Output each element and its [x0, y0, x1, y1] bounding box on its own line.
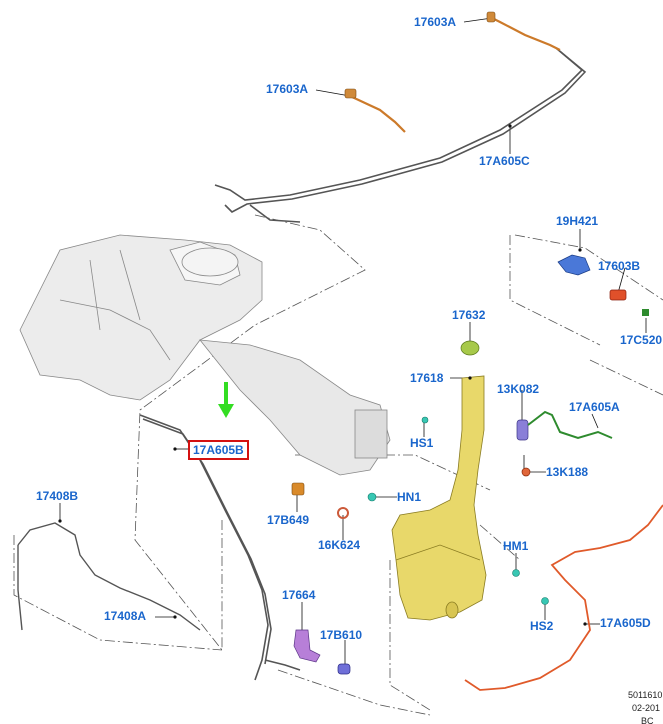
clip-icons [367, 416, 549, 605]
seal-16k624-icon [337, 507, 349, 519]
callout-hs2: HS2 [530, 619, 554, 633]
pump-grommet-17b649-icon [291, 482, 305, 496]
fitting-17603b-icon [609, 289, 627, 301]
callout-17603a-mid: 17603A [266, 82, 309, 96]
green-arrow-icon [218, 382, 234, 418]
callout-17603b: 17603B [598, 259, 641, 273]
jet-nozzle-icon [344, 11, 496, 99]
callout-19h421: 19H421 [556, 214, 599, 228]
callout-17b649: 17B649 [267, 513, 310, 527]
hose-harness-17a605c [214, 47, 587, 223]
callout-17a605c: 17A605C [479, 154, 530, 168]
callout-17c520: 17C520 [620, 333, 663, 347]
hose-17a605a [527, 410, 613, 440]
hose-17a605d [464, 504, 663, 691]
vehicle-body-panel [19, 234, 391, 476]
callout-hs1: HS1 [410, 436, 434, 450]
callout-13k188: 13K188 [546, 465, 589, 479]
clip-17c520-icon [642, 309, 649, 316]
callout-17408b: 17408B [36, 489, 79, 503]
footer-ref-line3: BC [641, 716, 654, 724]
jet-hoses-17603a [349, 17, 561, 133]
callout-17408a: 17408A [104, 609, 147, 623]
bracket-19h421-icon [557, 254, 591, 276]
callout-17a605a: 17A605A [569, 400, 620, 414]
washer-reservoir-17618 [391, 375, 487, 621]
leader-dots [58, 124, 587, 626]
footer-ref-line1: 5011610 [628, 690, 663, 700]
callout-17a605d: 17A605D [600, 616, 651, 630]
callout-hm1: HM1 [503, 539, 529, 553]
filler-cap-icon [460, 340, 480, 356]
connector-17b610-icon [337, 663, 351, 675]
callout-17618: 17618 [410, 371, 444, 385]
callout-17a605b-highlighted: 17A605B [188, 440, 249, 460]
callout-17632: 17632 [452, 308, 486, 322]
pump-17664-icon [293, 629, 321, 663]
callout-13k082: 13K082 [497, 382, 540, 396]
washer-pump-icon [516, 419, 529, 441]
callout-17b610: 17B610 [320, 628, 363, 642]
connector-13k188-icon [521, 467, 531, 477]
hose-17408 [17, 522, 201, 631]
hose-17a605b [139, 414, 301, 681]
callout-17603a-top: 17603A [414, 15, 457, 29]
footer-ref-line2: 02-201 [632, 703, 661, 713]
callout-17664: 17664 [282, 588, 316, 602]
callout-16k624: 16K624 [318, 538, 361, 552]
callout-hn1: HN1 [397, 490, 422, 504]
